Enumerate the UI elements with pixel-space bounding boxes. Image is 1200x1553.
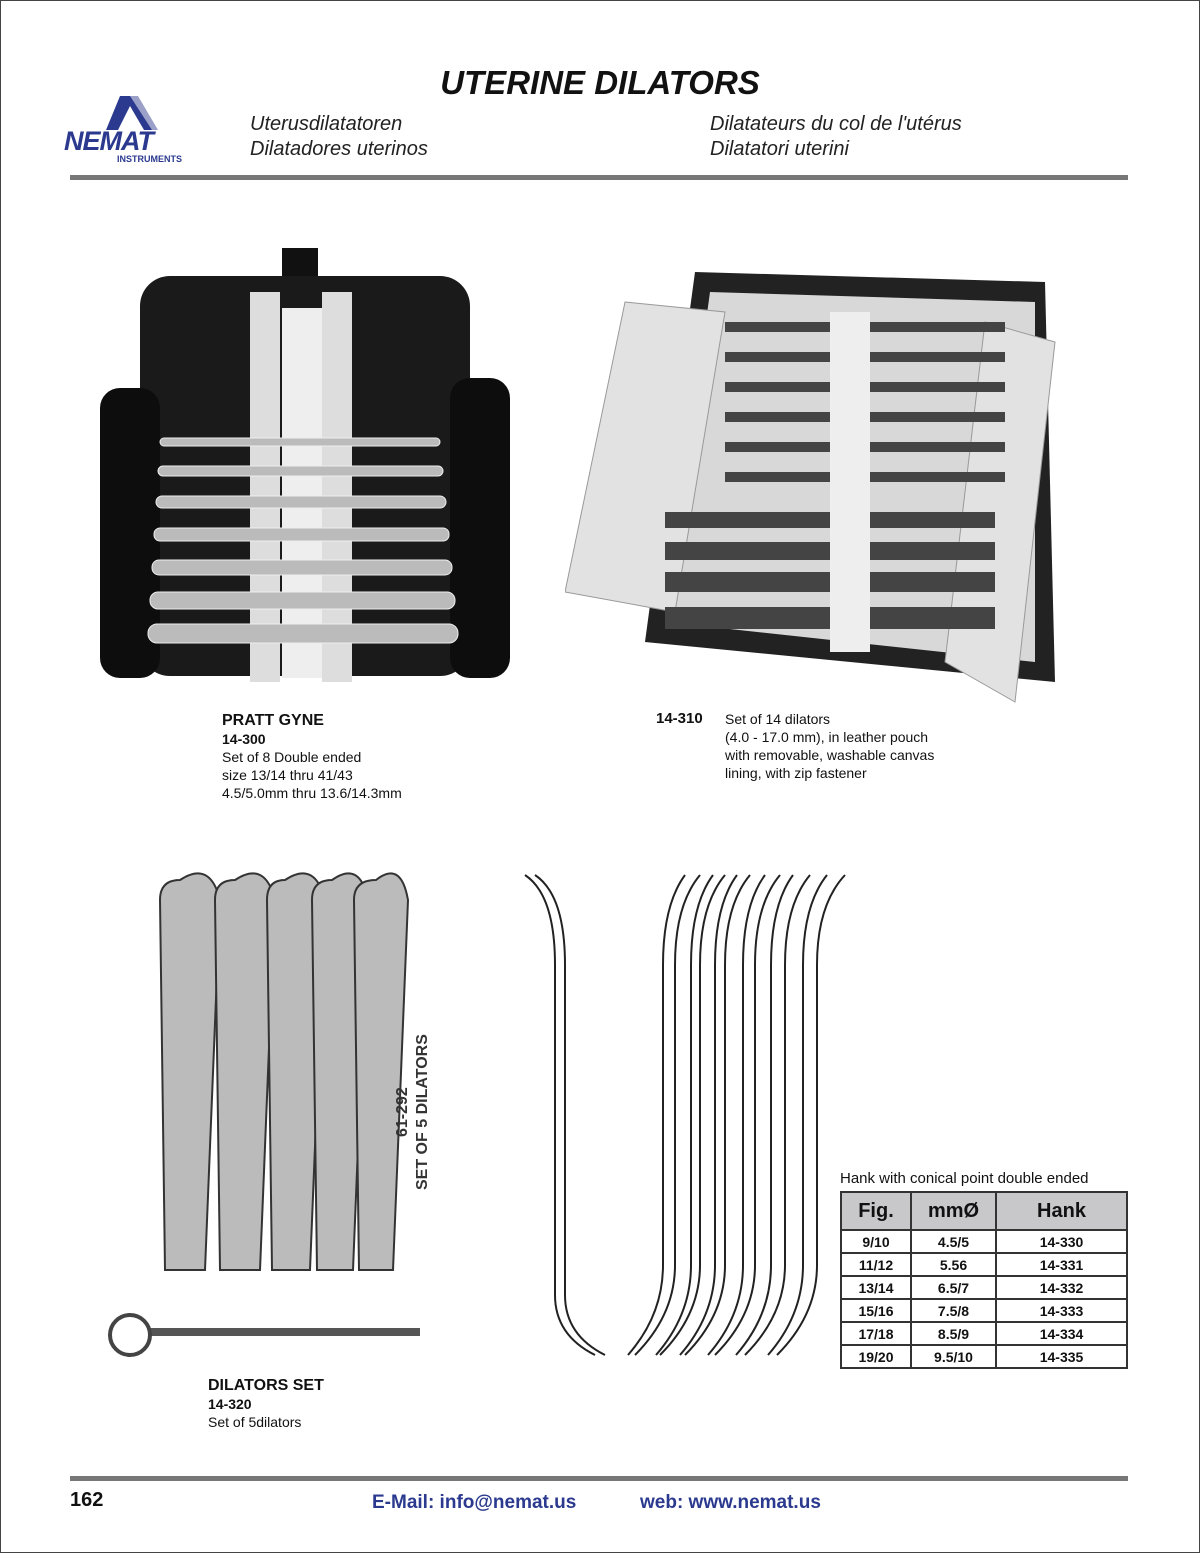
footer-email[interactable]: E-Mail: info@nemat.us <box>372 1492 577 1513</box>
column-header: Fig. <box>840 1191 912 1231</box>
product-name: DILATORS SET <box>208 1377 324 1394</box>
product-line: Set of 14 dilators <box>725 711 831 727</box>
column-header: mmØ <box>910 1191 997 1231</box>
footer-web[interactable]: web: www.nemat.us <box>640 1492 821 1513</box>
subtitle-it: Dilatatori uterini <box>710 138 849 160</box>
image-label-code: 61-292 <box>394 1087 411 1137</box>
header-rule <box>70 175 1128 180</box>
table-cell: 13/14 <box>840 1275 912 1300</box>
logo-sub: INSTRUMENTS <box>117 154 182 164</box>
table-cell: 14-331 <box>995 1252 1128 1277</box>
table-cell: 11/12 <box>840 1252 912 1277</box>
logo-triangle-icon <box>106 96 158 130</box>
table-cell: 4.5/5 <box>910 1229 997 1254</box>
nemat-logo: NEMAT INSTRUMENTS <box>64 96 186 168</box>
table-cell: 19/20 <box>840 1344 912 1369</box>
subtitle-es: Dilatadores uterinos <box>250 138 428 160</box>
image-label-text: SET OF 5 DILATORS <box>414 1034 431 1190</box>
page-number: 162 <box>70 1489 104 1511</box>
table-cell: 14-333 <box>995 1298 1128 1323</box>
page-title: UTERINE DILATORS <box>440 64 760 101</box>
column-header: Hank <box>995 1191 1128 1231</box>
product-14-320-caption: DILATORS SET 14-320 Set of 5dilators <box>208 1377 324 1431</box>
product-code: 14-300 <box>222 731 266 747</box>
product-14-310-caption: Set of 14 dilators (4.0 - 17.0 mm), in l… <box>725 710 934 782</box>
table-cell: 8.5/9 <box>910 1321 997 1346</box>
table-cell: 9/10 <box>840 1229 912 1254</box>
table-cell: 14-330 <box>995 1229 1128 1254</box>
table-cell: 6.5/7 <box>910 1275 997 1300</box>
table-caption: Hank with conical point double ended <box>840 1170 1089 1187</box>
product-name: PRATT GYNE <box>222 712 324 729</box>
product-line: (4.0 - 17.0 mm), in leather pouch <box>725 729 929 745</box>
table-cell: 14-334 <box>995 1321 1128 1346</box>
product-line: lining, with zip fastener <box>725 765 867 781</box>
product-line: Set of 5dilators <box>208 1414 302 1430</box>
table-cell: 15/16 <box>840 1298 912 1323</box>
product-line: Set of 8 Double ended <box>222 749 362 765</box>
table-cell: 9.5/10 <box>910 1344 997 1369</box>
table-cell: 14-332 <box>995 1275 1128 1300</box>
image-label: 61-292 SET OF 5 DILATORS <box>393 1034 433 1190</box>
table-header-row: Fig. mmØ Hank <box>840 1191 1128 1231</box>
product-code: 14-320 <box>208 1396 252 1412</box>
product-line: size 13/14 thru 41/43 <box>222 767 353 783</box>
table-cell: 17/18 <box>840 1321 912 1346</box>
hank-dilators-image <box>524 874 846 1356</box>
subtitle-de: Uterusdilatatoren <box>250 113 403 135</box>
product-line: with removable, washable canvas <box>725 747 935 763</box>
product-code: 14-310 <box>656 710 703 727</box>
pratt-gyne-pouch-image <box>100 248 510 682</box>
footer-rule <box>70 1476 1128 1481</box>
dilator-set-pouch-image <box>565 272 1056 703</box>
subtitle-fr: Dilatateurs du col de l'utérus <box>710 113 962 135</box>
product-14-300-caption: PRATT GYNE 14-300 Set of 8 Double ended … <box>222 712 402 802</box>
table-cell: 14-335 <box>995 1344 1128 1369</box>
dilators-set-image <box>108 872 420 1357</box>
table-cell: 7.5/8 <box>910 1298 997 1323</box>
table-cell: 5.56 <box>910 1252 997 1277</box>
product-line: 4.5/5.0mm thru 13.6/14.3mm <box>222 785 402 801</box>
logo-name: NEMAT <box>64 126 154 156</box>
